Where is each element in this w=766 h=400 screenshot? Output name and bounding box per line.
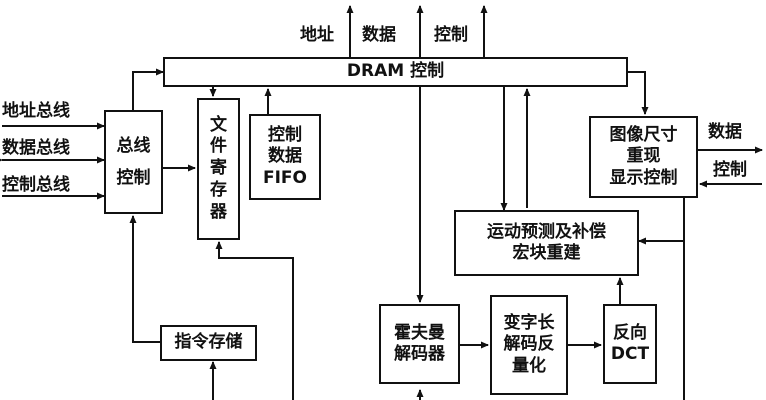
dram-control-label: DRAM 控制 [346,61,445,82]
top-label-address: 地址 [300,25,334,45]
file-register-block: 文 件 寄 存 器 [197,98,240,240]
huffman-decoder-label: 霍夫曼 解码器 [394,322,445,364]
data-bus-label: 数据总线 [2,138,70,158]
control-bus-label: 控制总线 [2,175,70,195]
dram-display-link [628,71,649,115]
file-huffman-link [215,241,294,400]
control-fifo-block: 控制 数据 FIFO [249,114,321,200]
address-bus-label: 地址总线 [2,101,70,121]
huffman-decoder-block: 霍夫曼 解码器 [379,304,460,384]
image-display-control-block: 图像尺寸 重现 显示控制 [589,116,698,198]
display-motion-link [638,198,685,245]
instruction-storage-label: 指令存储 [174,332,243,353]
vlc-dequant-label: 变字长 解码反 量化 [503,313,555,376]
instr-bus-link [129,215,160,343]
inverse-dct-label: 反向 DCT [610,322,650,364]
top-label-control: 控制 [434,25,468,45]
bus-control-label: 总线 控制 [116,135,151,188]
instruction-storage-block: 指令存储 [160,325,257,361]
inverse-dct-block: 反向 DCT [603,304,657,384]
top-label-data: 数据 [362,25,396,45]
output-control-label: 控制 [713,160,747,180]
bus-control-block: 总线 控制 [104,110,163,214]
control-fifo-label: 控制 数据 FIFO [262,125,307,188]
bus-dram-link [129,68,164,117]
dram-control-bar: DRAM 控制 [163,57,628,87]
output-data-label: 数据 [708,122,742,142]
image-display-control-label: 图像尺寸 重现 显示控制 [609,125,678,188]
vlc-dequant-block: 变字长 解码反 量化 [490,295,568,395]
motion-compensation-label: 运动预测及补偿 宏块重建 [487,221,606,263]
motion-compensation-block: 运动预测及补偿 宏块重建 [454,210,639,276]
file-register-label: 文 件 寄 存 器 [210,114,227,222]
